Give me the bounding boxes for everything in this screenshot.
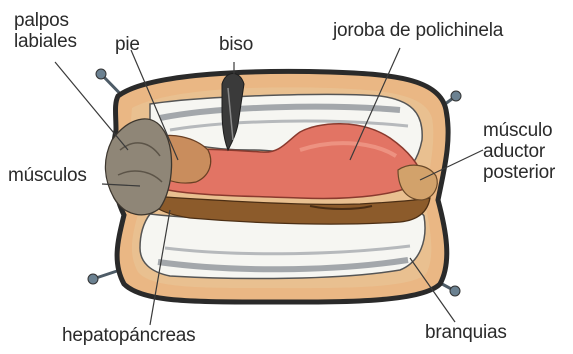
label-musculo-line1: músculo (483, 120, 555, 141)
label-musculos: músculos (8, 165, 87, 186)
label-palpos-line2: labiales (14, 31, 77, 52)
pin-head-top-left (96, 69, 106, 79)
label-pie: pie (115, 34, 140, 55)
label-musculo-aductor: músculo aductor posterior (483, 120, 555, 183)
pin-head-top-right (451, 91, 461, 101)
label-hepatopancreas: hepatopáncreas (62, 325, 195, 346)
label-palpos-line1: palpos (14, 10, 77, 31)
label-biso: biso (219, 34, 253, 55)
label-branquias: branquias (425, 322, 507, 343)
label-musculo-line3: posterior (483, 162, 555, 183)
pin-head-bottom-right (450, 286, 460, 296)
label-joroba: joroba de polichinela (333, 20, 503, 41)
label-musculo-line2: aductor (483, 141, 555, 162)
label-palpos-labiales: palpos labiales (14, 10, 77, 52)
pin-head-bottom-left (88, 274, 98, 284)
